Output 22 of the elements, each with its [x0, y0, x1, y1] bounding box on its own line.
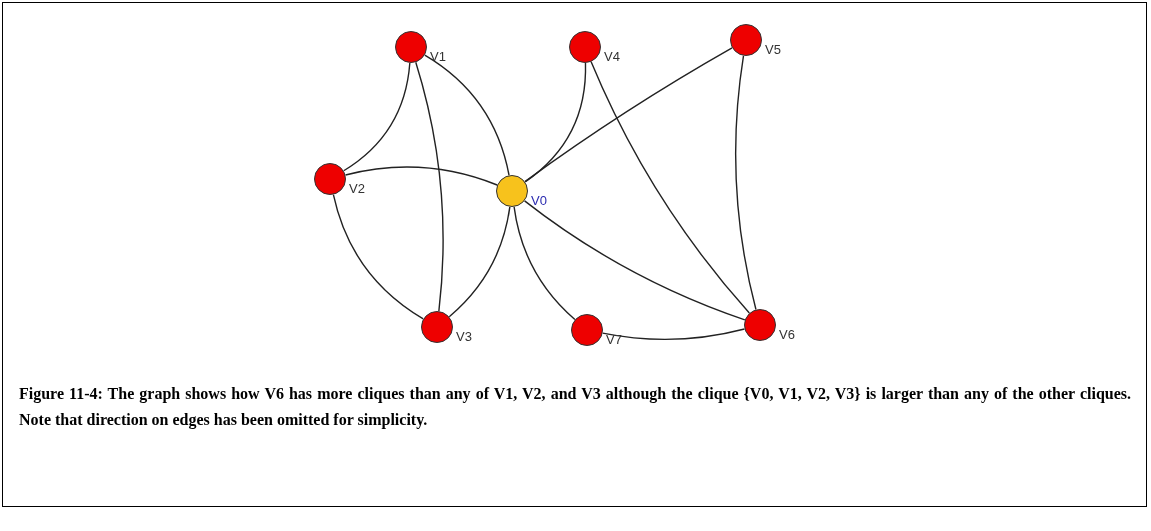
vertex-label: V7	[606, 333, 622, 347]
graph-edge	[590, 61, 751, 314]
vertex-label: V4	[604, 50, 620, 64]
graph-edge	[524, 62, 587, 183]
graph-edge	[602, 328, 746, 341]
graph-edge	[513, 206, 576, 321]
figure-caption: Figure 11-4: The graph shows how V6 has more cliques than any of V1, V2, and V3 although the clique {V0, V1, V2, V3} is larger than any of the other cliques. Note that direction on edges has been omitted for simplicity.	[19, 384, 1131, 431]
graph-edge	[424, 54, 510, 176]
vertex-label: V1	[430, 50, 446, 64]
vertex-label: V3	[456, 330, 472, 344]
graph-edge	[343, 62, 411, 172]
graph-edge	[735, 55, 757, 311]
vertex-label: V5	[765, 43, 781, 57]
graph-edge	[523, 200, 746, 321]
graph-edge	[332, 193, 424, 320]
vertex-label: V2	[349, 182, 365, 196]
graph-edge	[524, 47, 733, 183]
graph-edge	[415, 61, 444, 312]
graph-edge	[344, 166, 498, 186]
vertex-label: V6	[779, 328, 795, 342]
graph-edge	[448, 206, 511, 318]
vertex-label: V0	[531, 194, 547, 208]
